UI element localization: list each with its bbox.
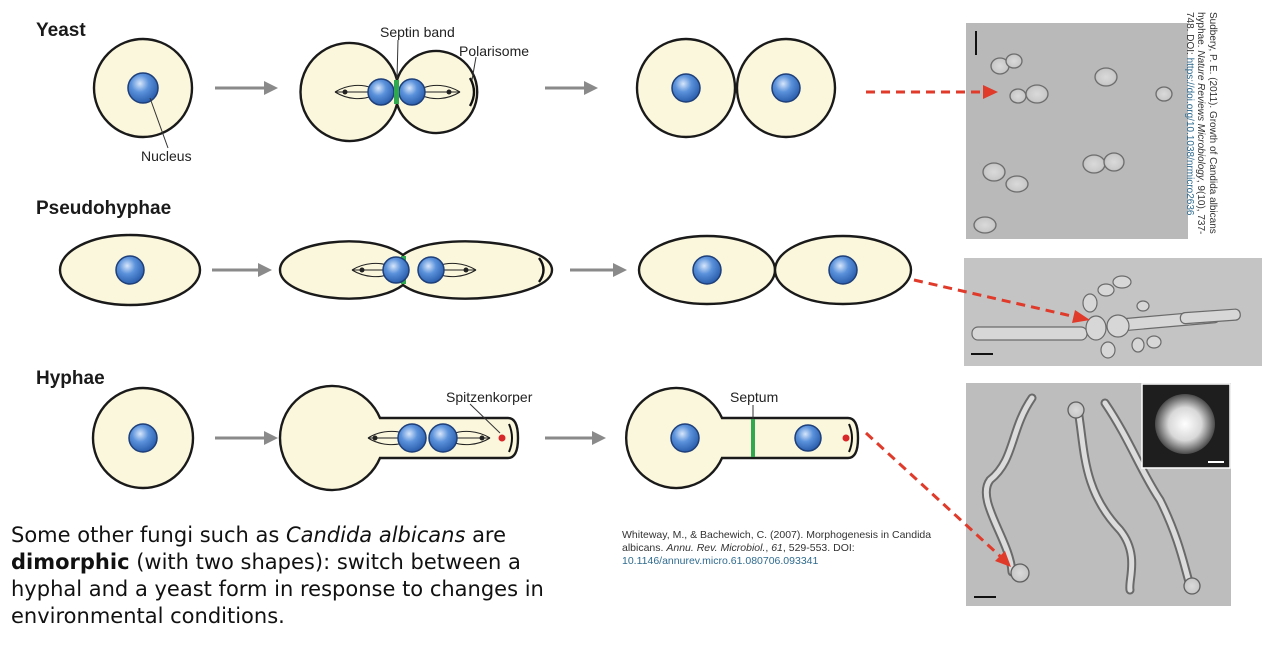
ref-authors: Whiteway, M., & Bachewich, C. (2007). Mo… (622, 529, 932, 554)
pseudohyphae-stage-1 (58, 233, 202, 307)
ref-volume: 61 (771, 542, 783, 554)
micrograph-hyphae (966, 383, 1231, 606)
reference-sudbery: Sudbery, P. E. (2011). Growth of Candida… (1168, 12, 1218, 242)
spitzenkorper-icon (498, 434, 506, 442)
arrow-head-icon (258, 263, 272, 277)
pseudohyphae-stage-2 (278, 240, 554, 300)
row-title-pseudohyphae: Pseudohyphae (36, 198, 171, 219)
label-polarisome: Polarisome (459, 43, 529, 59)
yeast-stage-1: Nucleus (92, 37, 194, 164)
polarisome-icon (468, 77, 476, 107)
micrograph-yeast (966, 23, 1188, 239)
micrograph-pseudohyphae (964, 258, 1262, 366)
caption-part: are (465, 523, 507, 547)
ref-journal: Annu. Rev. Microbiol. (666, 542, 766, 554)
arrow-head-icon (592, 431, 606, 445)
ref-sep: , (765, 542, 772, 554)
pointer-hyphae (864, 431, 1003, 559)
arrow-head-icon (613, 263, 627, 277)
row-title-hyphae: Hyphae (36, 368, 105, 389)
hyphae-stage-1 (91, 386, 195, 490)
polarisome-icon (538, 257, 545, 283)
label-septin-band: Septin band (380, 24, 455, 40)
arrow-head-icon (264, 81, 278, 95)
nucleus-leader-line (149, 97, 169, 149)
pointer-arrow-icon (983, 85, 998, 99)
hyphae-stage-3: Septum (625, 386, 860, 490)
caption-text: Some other fungi such as Candida albican… (11, 522, 591, 630)
nucleus-icon (127, 72, 159, 104)
caption-species: Candida albicans (285, 523, 466, 547)
caption-term: dimorphic (11, 550, 130, 574)
ref-doi-link[interactable]: 10.1146/annurev.micro.61.080706.093341 (622, 555, 819, 567)
label-nucleus: Nucleus (141, 148, 192, 164)
reference-whiteway: Whiteway, M., & Bachewich, C. (2007). Mo… (622, 529, 962, 568)
ref-doi-link[interactable]: https://doi.org/10.1038/nrmicro2636 (1184, 57, 1195, 216)
pointer-arrow-icon (995, 551, 1011, 567)
hyphae-stage-2: Spitzenkorper (278, 384, 533, 492)
row-title-yeast: Yeast (36, 20, 86, 41)
yeast-stage-3-daughters (635, 37, 837, 139)
caption-part: (with two shapes): switch between a hyph… (11, 550, 544, 628)
caption-part: Some other fungi such as (11, 523, 286, 547)
pseudohyphae-stage-3 (637, 234, 913, 306)
arrow-head-icon (584, 81, 598, 95)
yeast-stage-2-budding: Septin band Polarisome (299, 24, 529, 143)
label-septum: Septum (730, 389, 778, 405)
label-spitzenkorper: Spitzenkorper (446, 389, 533, 405)
septum-icon (751, 419, 755, 457)
pointer-arrow-icon (1072, 310, 1090, 323)
arrow-head-icon (264, 431, 278, 445)
ref-pages: , 529-553. DOI: (782, 542, 855, 554)
ref-journal: Nature Reviews Microbiology (1195, 50, 1207, 180)
septin-band-icon (394, 80, 399, 104)
pointer-pseudohyphae (913, 278, 1077, 319)
